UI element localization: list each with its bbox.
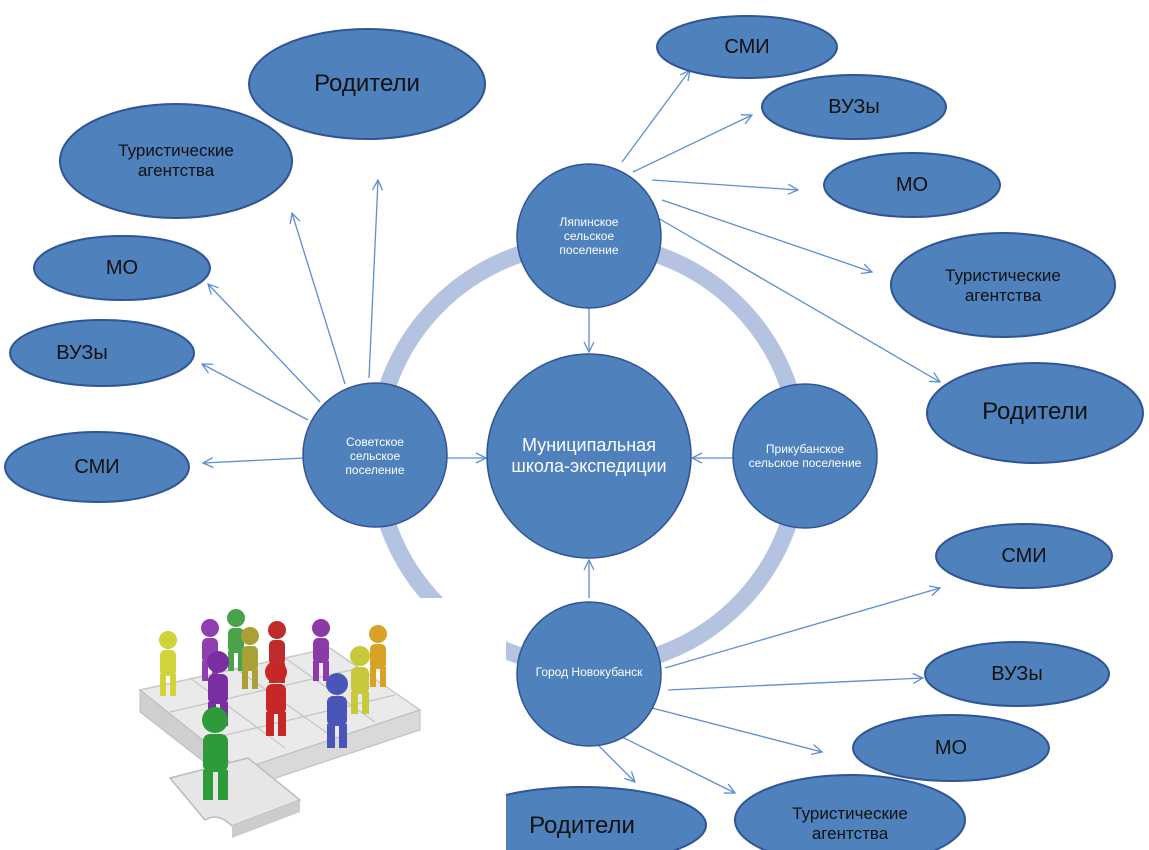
partner-label-novokubansk-roditeli: Родители: [529, 812, 635, 840]
arrow-novokubansk-turagentstva: [619, 735, 735, 793]
partner-ellipse-sovetskoe-roditeli: [248, 28, 486, 140]
arrow-sovetskoe-mo: [208, 284, 321, 403]
arrow-sovetskoe-smi: [203, 458, 306, 463]
figure-yellow: [159, 631, 177, 696]
arrow-novokubansk-roditeli: [597, 744, 635, 782]
hub-node-novokubansk: [516, 601, 662, 747]
center-label: Муниципальная школа-экспедиции: [511, 435, 667, 476]
hub-node-prikubanskoe: [732, 383, 878, 529]
figure-red-front: [265, 661, 287, 736]
partner-ellipse-sovetskoe-mo: [33, 235, 211, 301]
arrows: [202, 70, 940, 793]
figure-olive: [241, 627, 259, 689]
partner-ellipse-novokubansk-mo: [852, 714, 1050, 782]
hub-label-sovetskoe: Советское сельское поселение: [345, 435, 405, 477]
arrow-novokubansk-vuzy: [667, 678, 923, 691]
partner-ellipse-lyapinskoe-turagentstva: [890, 232, 1116, 338]
arrow-lyapinskoe-turagentstva: [661, 199, 872, 272]
partner-label-lyapinskoe-mo: МО: [895, 173, 929, 196]
people-on-puzzle-image: [36, 598, 506, 850]
partner-ellipse-sovetskoe-smi: [4, 431, 190, 503]
arrow-novokubansk-mo: [651, 707, 822, 752]
hub-node-sovetskoe: [302, 382, 448, 528]
partner-label-lyapinskoe-smi: СМИ: [724, 35, 770, 58]
partner-nodes: [4, 15, 1144, 850]
figure-orange: [369, 625, 387, 687]
arrow-novokubansk-smi: [664, 588, 940, 669]
partner-label-novokubansk-vuzy: ВУЗы: [991, 662, 1043, 685]
partner-ellipse-lyapinskoe-roditeli: [926, 362, 1144, 464]
center-node: [486, 353, 692, 559]
partner-label-novokubansk-smi: СМИ: [1001, 544, 1047, 567]
partner-ellipse-novokubansk-turagentstva: [734, 774, 966, 850]
partner-label-sovetskoe-turagentstva: Туристические агентства: [118, 141, 234, 180]
figure-yellow-right: [350, 646, 370, 714]
arrow-lyapinskoe-smi: [621, 70, 690, 163]
partner-ellipse-lyapinskoe-vuzy: [761, 74, 947, 140]
partner-label-sovetskoe-smi: СМИ: [74, 455, 120, 478]
arrow-sovetskoe-roditeli: [368, 180, 378, 379]
figure-blue: [326, 673, 348, 748]
arrow-lyapinskoe-vuzy: [632, 115, 752, 173]
partner-ellipse-sovetskoe-vuzy: [9, 319, 195, 387]
arrow-sovetskoe-turagentstva: [292, 213, 346, 385]
partner-label-sovetskoe-mo: МО: [105, 256, 139, 279]
hub-label-lyapinskoe: Ляпинское сельское поселение: [559, 215, 619, 257]
partner-label-sovetskoe-vuzy: ВУЗы: [56, 341, 108, 364]
figure-green-leader: [202, 707, 228, 800]
arrow-lyapinskoe-roditeli: [657, 217, 940, 382]
figure-violet: [312, 619, 330, 681]
arrow-lyapinskoe-mo: [651, 179, 798, 190]
partner-label-lyapinskoe-vuzy: ВУЗы: [828, 95, 880, 118]
partner-ellipse-lyapinskoe-smi: [656, 15, 838, 79]
partner-label-sovetskoe-roditeli: Родители: [314, 70, 420, 98]
partner-ellipse-novokubansk-smi: [935, 523, 1113, 589]
nodes: [302, 163, 878, 747]
partner-label-novokubansk-turagentstva: Туристические агентства: [792, 804, 908, 843]
partner-label-lyapinskoe-turagentstva: Туристические агентства: [945, 266, 1061, 305]
hub-node-lyapinskoe: [516, 163, 662, 309]
hub-label-prikubanskoe: Прикубанское сельское поселение: [748, 442, 862, 470]
arrow-sovetskoe-vuzy: [202, 364, 309, 421]
partner-ellipse-sovetskoe-turagentstva: [59, 103, 293, 219]
partner-label-novokubansk-mo: МО: [934, 736, 968, 759]
hub-label-novokubansk: Город Новокубанск: [535, 665, 643, 680]
partner-ellipse-novokubansk-vuzy: [924, 641, 1110, 707]
partner-ellipse-lyapinskoe-mo: [823, 152, 1001, 218]
partner-label-lyapinskoe-roditeli: Родители: [982, 398, 1088, 426]
figure-green-back: [227, 609, 245, 671]
